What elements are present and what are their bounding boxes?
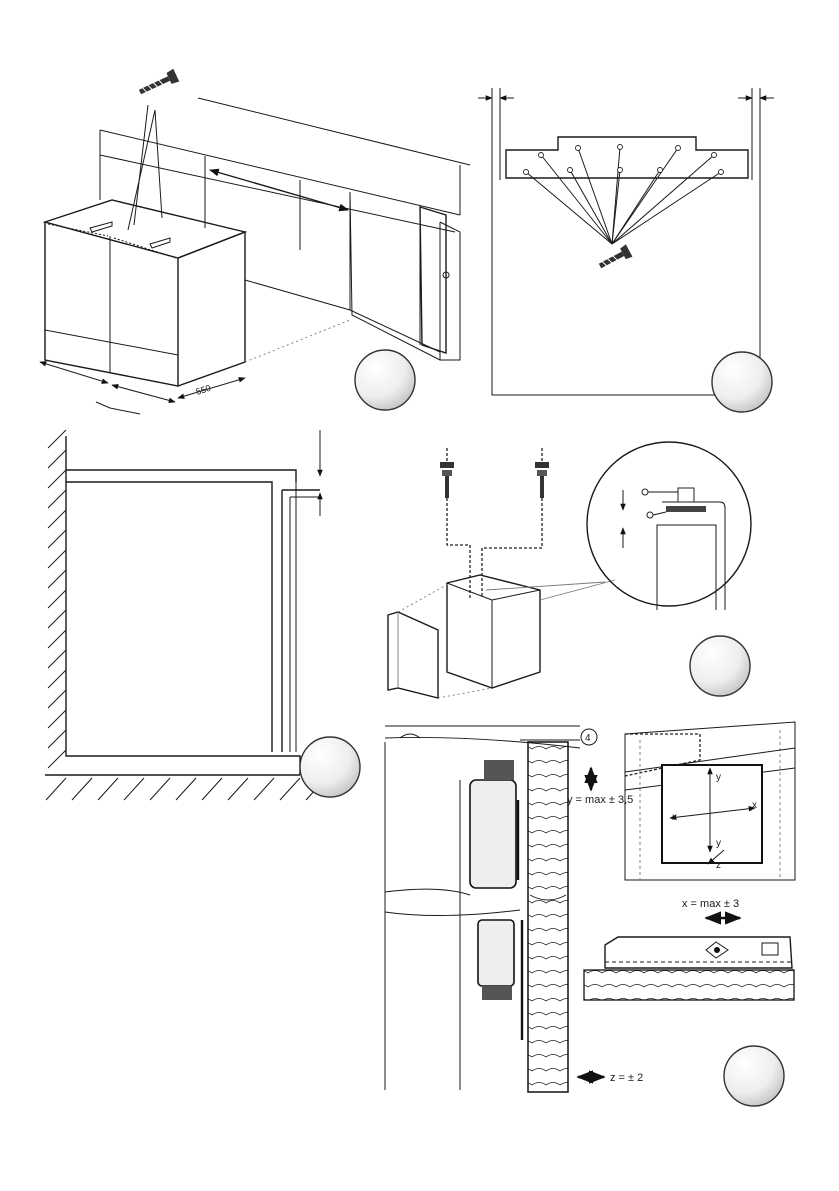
figure-5-hinge-adjustment: 4 y = max ± 3,5 z = ± 2 <box>385 726 643 1092</box>
appliance-top <box>45 200 245 258</box>
wood-panel <box>584 970 794 1000</box>
step-badge-1 <box>355 350 415 410</box>
step-badge-4 <box>690 636 750 696</box>
bolt-icon <box>535 448 549 498</box>
axis-y-label: y <box>716 838 721 849</box>
z-adjust-label: z = ± 2 <box>610 1072 643 1084</box>
axis-z-label: z <box>716 860 721 871</box>
wooden-door <box>528 742 568 1092</box>
figure-1-niche: 550 <box>40 69 470 414</box>
hinge-upper <box>470 780 516 888</box>
screw-icon <box>137 69 179 99</box>
figure-3-side-view <box>45 430 360 800</box>
zoom-detail-circle <box>587 442 751 606</box>
axis-y-label: y <box>716 772 721 783</box>
appliance-box <box>447 575 540 688</box>
axis-x-label: x <box>752 800 757 811</box>
figure-4-door-bolts <box>388 442 751 698</box>
hinge-lower <box>478 920 514 986</box>
callout-number: 4 <box>585 733 591 744</box>
step-badge-5 <box>724 1046 784 1106</box>
axis-x-label: x <box>672 812 677 823</box>
hinge-bracket <box>605 937 792 968</box>
depth-dimension-label: 550 <box>195 383 212 397</box>
step-badge-3 <box>300 737 360 797</box>
door-panel <box>388 612 438 698</box>
y-adjust-label: y = max ± 3,5 <box>567 794 633 806</box>
figure-5b-door-axes: y x x y z <box>625 722 795 880</box>
figure-2-template <box>478 88 774 412</box>
step-badge-2 <box>712 352 772 412</box>
screw-icon <box>597 244 633 272</box>
x-adjust-label: x = max ± 3 <box>682 898 739 910</box>
bolt-icon <box>440 448 454 498</box>
